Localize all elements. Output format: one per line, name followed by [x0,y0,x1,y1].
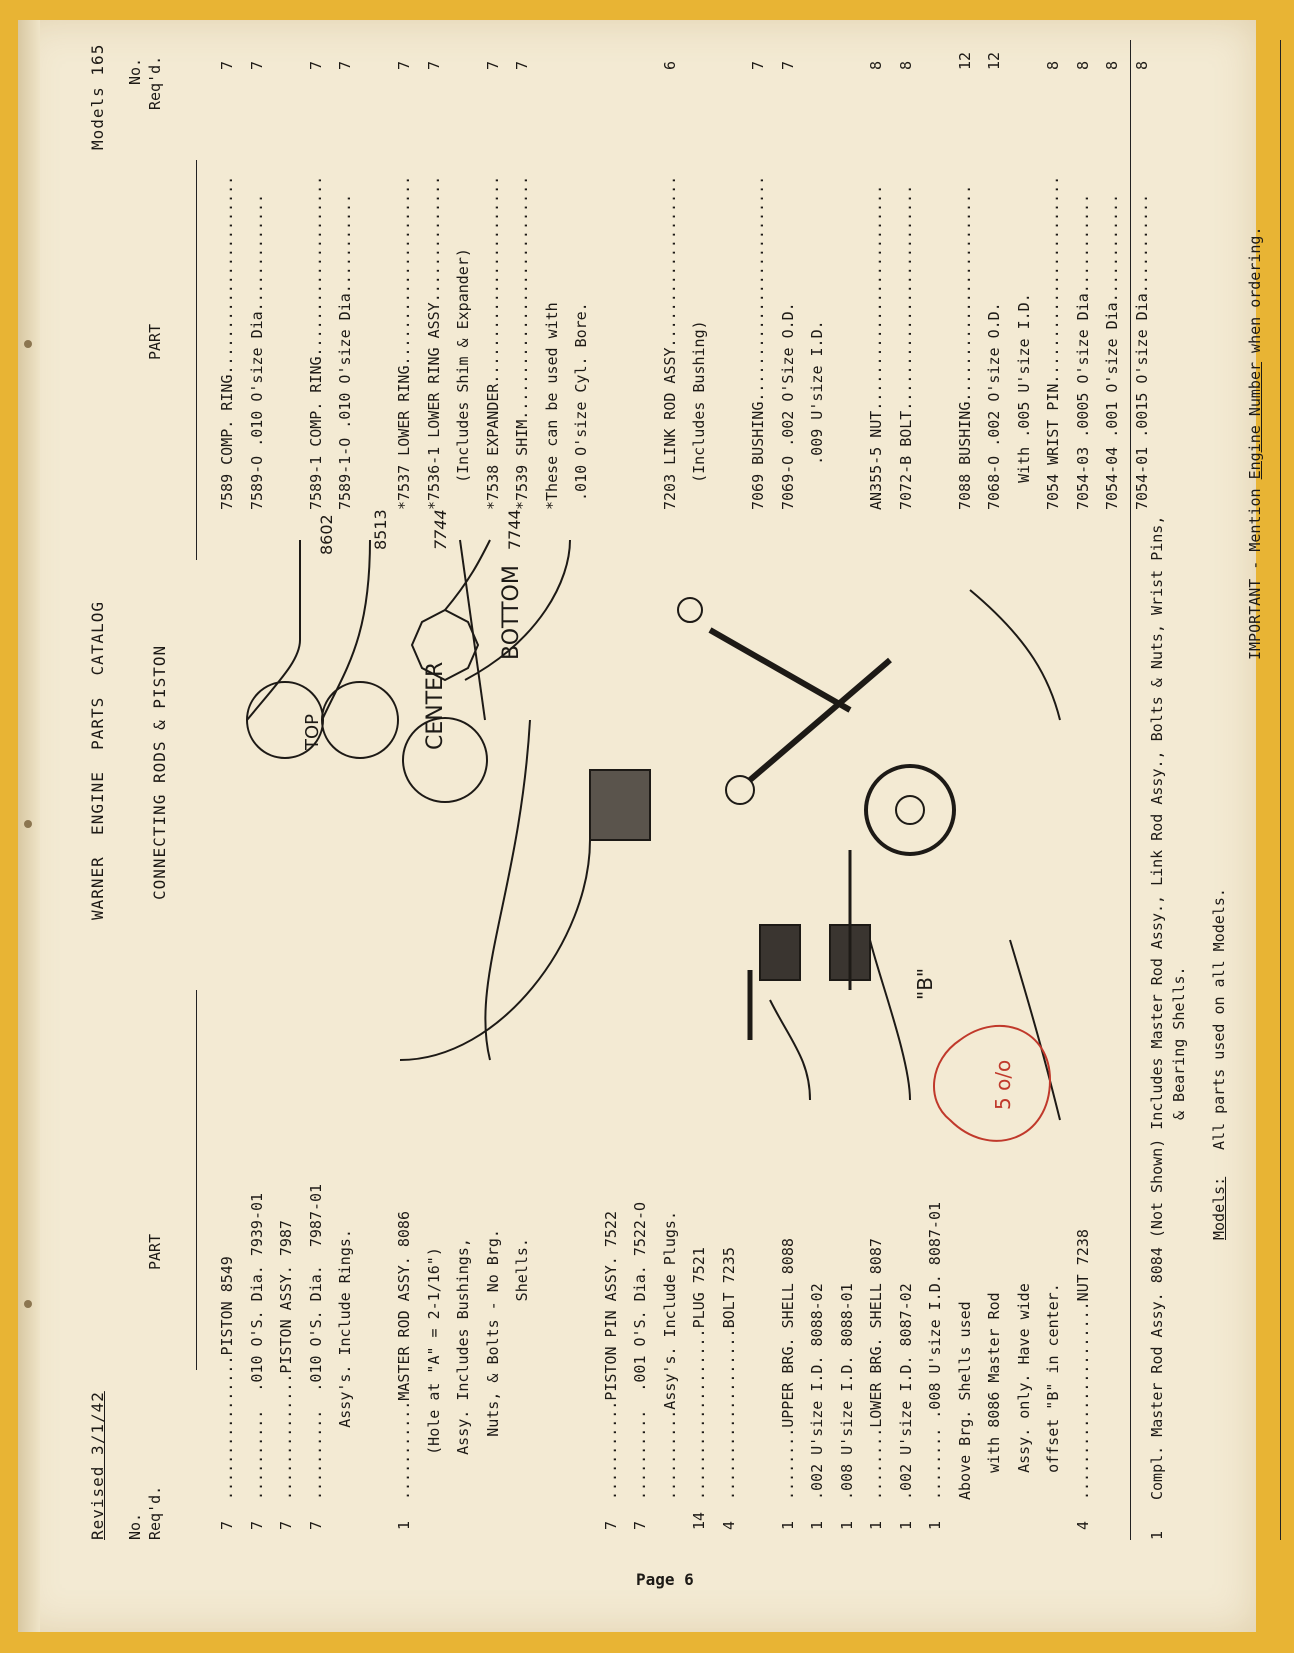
leader-line [1009,939,1061,1121]
leader-line [459,539,486,721]
exploded-parts-diagram: TOP CENTER BOTTOM 8602 8513 7744 7744 "B… [246,509,1061,1142]
footer-line-2: & Bearing Shells. [1170,966,1188,1120]
models-label: Models: [1210,1176,1228,1240]
important-suffix: when ordering. [1246,226,1264,362]
handwritten-red-note: 5 o/o [991,1060,1015,1110]
handwritten-red-circle [933,1024,1052,1142]
leader-line [321,539,371,721]
leader-line [969,589,1061,721]
offset-b-label: "B" [913,968,937,1000]
leader-line [484,719,531,1061]
leader-line [464,539,571,681]
footer-rule-bottom [1280,40,1281,1540]
top-label: TOP [302,714,323,751]
center-label: CENTER [423,662,448,750]
part-number-8513: 8513 [371,509,390,550]
part-number-7744: 7744 [505,509,524,550]
master-rod-bore [895,795,925,825]
important-engine-number: Engine Number [1246,361,1264,480]
part-number-8602: 8602 [317,514,336,555]
leader-line [444,539,491,611]
master-rod-drawing [748,657,892,783]
center-ring-drawing [321,681,399,759]
part-number-7744: 7744 [431,509,450,550]
rotated-page-content: Revised 3/1/42 WARNER ENGINE PARTS CATAL… [70,0,1281,1540]
leader-line [769,999,811,1101]
leader-line [246,540,301,721]
footer-line-1: Compl. Master Rod Assy. 8084 (Not Shown)… [1148,515,1166,1500]
leader-line [399,839,591,1061]
important-prefix: IMPORTANT - Mention [1246,479,1264,660]
master-rod-end [725,775,755,805]
binding-hole [24,1300,32,1308]
piston-drawing [589,769,651,841]
leader-line [869,939,911,1101]
page-number: Page 6 [636,1570,694,1589]
footer-rule-top [1130,40,1131,1540]
binding-hole [24,340,32,348]
bottom-label: BOTTOM [499,565,524,660]
master-rod-hub [864,764,956,856]
models-text: All parts used on all Models. [1210,888,1228,1150]
footer-qty: 1 [1148,1530,1166,1540]
binding-hole [24,820,32,828]
important-note: IMPORTANT - Mention Engine Number when o… [1246,227,1264,661]
bottom-ring-drawing [402,717,488,803]
link-rod-drawing [708,627,852,713]
link-rod-end [677,597,703,623]
upper-bearing-shell [759,924,801,981]
